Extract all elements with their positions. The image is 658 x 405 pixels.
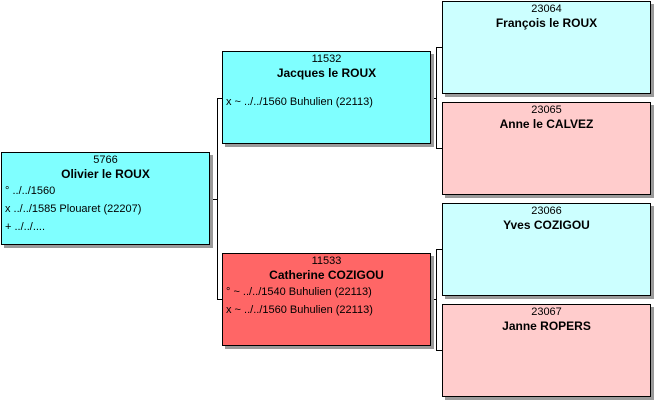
marriage-event: x ~ ../../1560 Buhulien (22113) xyxy=(226,304,373,316)
connector-line xyxy=(436,249,442,250)
person-name: Anne le CALVEZ xyxy=(499,117,594,131)
marriage-event: x ~ ../../1560 Buhulien (22113) xyxy=(226,96,373,108)
sosa-number: 23066 xyxy=(531,205,562,217)
sosa-number: 23067 xyxy=(531,306,562,318)
person-box-23065[interactable]: 23065 Anne le CALVEZ xyxy=(442,102,651,195)
connector-line xyxy=(217,98,223,99)
person-name: Olivier le ROUX xyxy=(61,167,150,181)
connector-line xyxy=(217,299,223,300)
connector-line xyxy=(436,148,442,149)
connector-line xyxy=(436,249,437,351)
person-box-11533[interactable]: 11533 Catherine COZIGOU ° ~ ../../1540 B… xyxy=(222,253,431,346)
death-event: + ../../.... xyxy=(5,221,46,233)
connector-line xyxy=(436,350,442,351)
sosa-number: 11533 xyxy=(311,255,342,267)
person-name: Jacques le ROUX xyxy=(276,66,377,80)
sosa-number: 11532 xyxy=(311,53,342,65)
connector-line xyxy=(217,98,218,300)
marriage-event: x ../../1585 Plouaret (22207) xyxy=(5,203,142,215)
person-box-23066[interactable]: 23066 Yves COZIGOU xyxy=(442,203,651,296)
person-box-23067[interactable]: 23067 Janne ROPERS xyxy=(442,304,651,397)
birth-event: ° ../../1560 xyxy=(5,185,56,197)
person-box-23064[interactable]: 23064 François le ROUX xyxy=(442,1,651,94)
connector-line xyxy=(431,98,437,99)
connector-line xyxy=(436,47,437,149)
person-name: Catherine COZIGOU xyxy=(269,268,384,282)
person-box-5766[interactable]: 5766 Olivier le ROUX ° ../../1560 x ../.… xyxy=(1,152,210,245)
sosa-number: 23064 xyxy=(531,3,562,15)
person-box-11532[interactable]: 11532 Jacques le ROUX x ~ ../../1560 Buh… xyxy=(222,51,431,144)
connector-line xyxy=(431,299,437,300)
sosa-number: 5766 xyxy=(93,154,118,166)
connector-line xyxy=(436,47,442,48)
connector-line xyxy=(210,199,217,200)
person-name: Yves COZIGOU xyxy=(503,218,590,232)
person-name: Janne ROPERS xyxy=(502,319,591,333)
sosa-number: 23065 xyxy=(531,104,562,116)
person-name: François le ROUX xyxy=(495,16,598,30)
birth-event: ° ~ ../../1540 Buhulien (22113) xyxy=(226,286,372,298)
